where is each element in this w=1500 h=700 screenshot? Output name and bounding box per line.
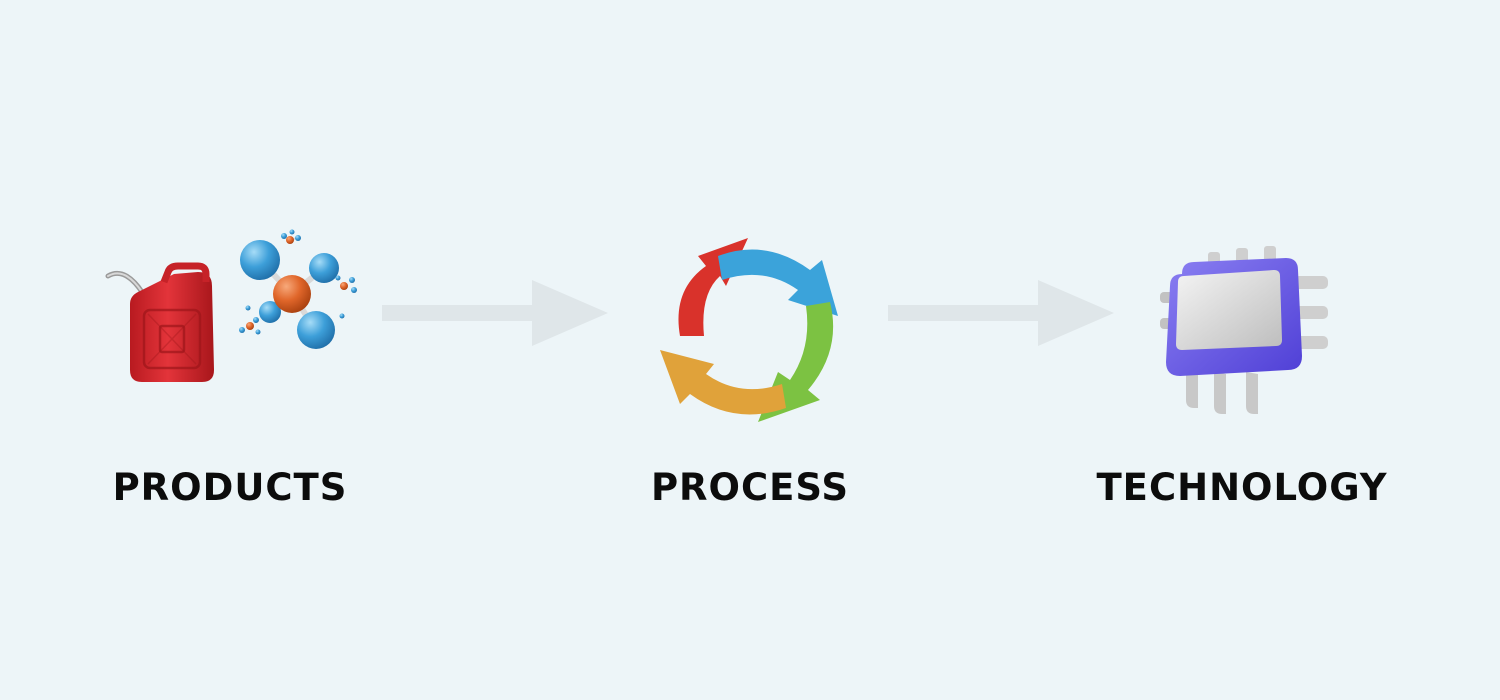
flow-arrow-2 — [888, 280, 1114, 346]
fuel-can-and-molecule-icon — [105, 229, 357, 382]
cycle-arrows-icon — [660, 238, 838, 422]
flow-arrow-1 — [382, 280, 608, 346]
step-label-process: PROCESS — [650, 466, 850, 509]
step-label-products: PRODUCTS — [112, 466, 348, 509]
step-label-technology: TECHNOLOGY — [1096, 466, 1388, 509]
microchip-icon — [1160, 246, 1328, 414]
